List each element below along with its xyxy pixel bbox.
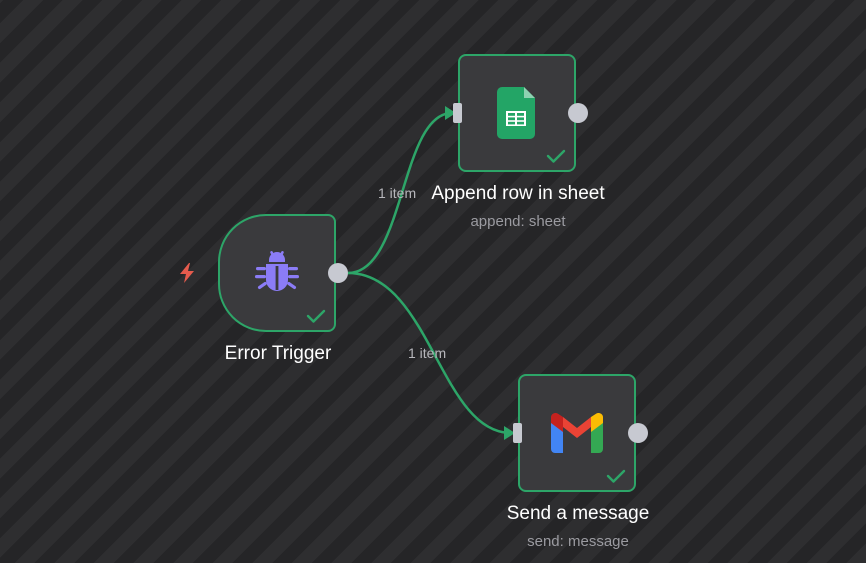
- node-send-a-message[interactable]: [518, 374, 636, 492]
- connection-label-send-message: 1 item: [408, 345, 447, 361]
- bug-icon: [251, 247, 303, 299]
- success-check-icon: [606, 468, 626, 484]
- google-sheets-icon: [497, 87, 537, 139]
- node-error-trigger[interactable]: [218, 214, 336, 332]
- error-trigger-output-handle[interactable]: [328, 263, 348, 283]
- connection-label-append-row: 1 item: [378, 185, 417, 201]
- node-title-send-a-message: Send a message: [506, 503, 650, 524]
- connection-arrow-send-message: [504, 426, 515, 440]
- send-message-input-handle[interactable]: [513, 423, 522, 443]
- success-check-icon: [546, 148, 566, 164]
- node-append-row-in-sheet[interactable]: [458, 54, 576, 172]
- append-row-output-handle[interactable]: [568, 103, 588, 123]
- send-message-output-handle[interactable]: [628, 423, 648, 443]
- node-subtitle-send-a-message: send: message: [527, 533, 629, 550]
- connection-error-trigger-to-append-row[interactable]: [347, 111, 453, 275]
- connection-error-trigger-to-send-message[interactable]: [347, 271, 512, 435]
- append-row-input-handle[interactable]: [453, 103, 462, 123]
- node-title-append-row-in-sheet: Append row in sheet: [431, 183, 605, 204]
- node-title-error-trigger: Error Trigger: [224, 343, 332, 364]
- gmail-icon: [551, 413, 603, 453]
- success-check-icon: [306, 308, 326, 324]
- bolt-icon: [177, 262, 197, 284]
- node-subtitle-append-row-in-sheet: append: sheet: [470, 213, 566, 230]
- connection-arrow-append-row: [445, 106, 456, 120]
